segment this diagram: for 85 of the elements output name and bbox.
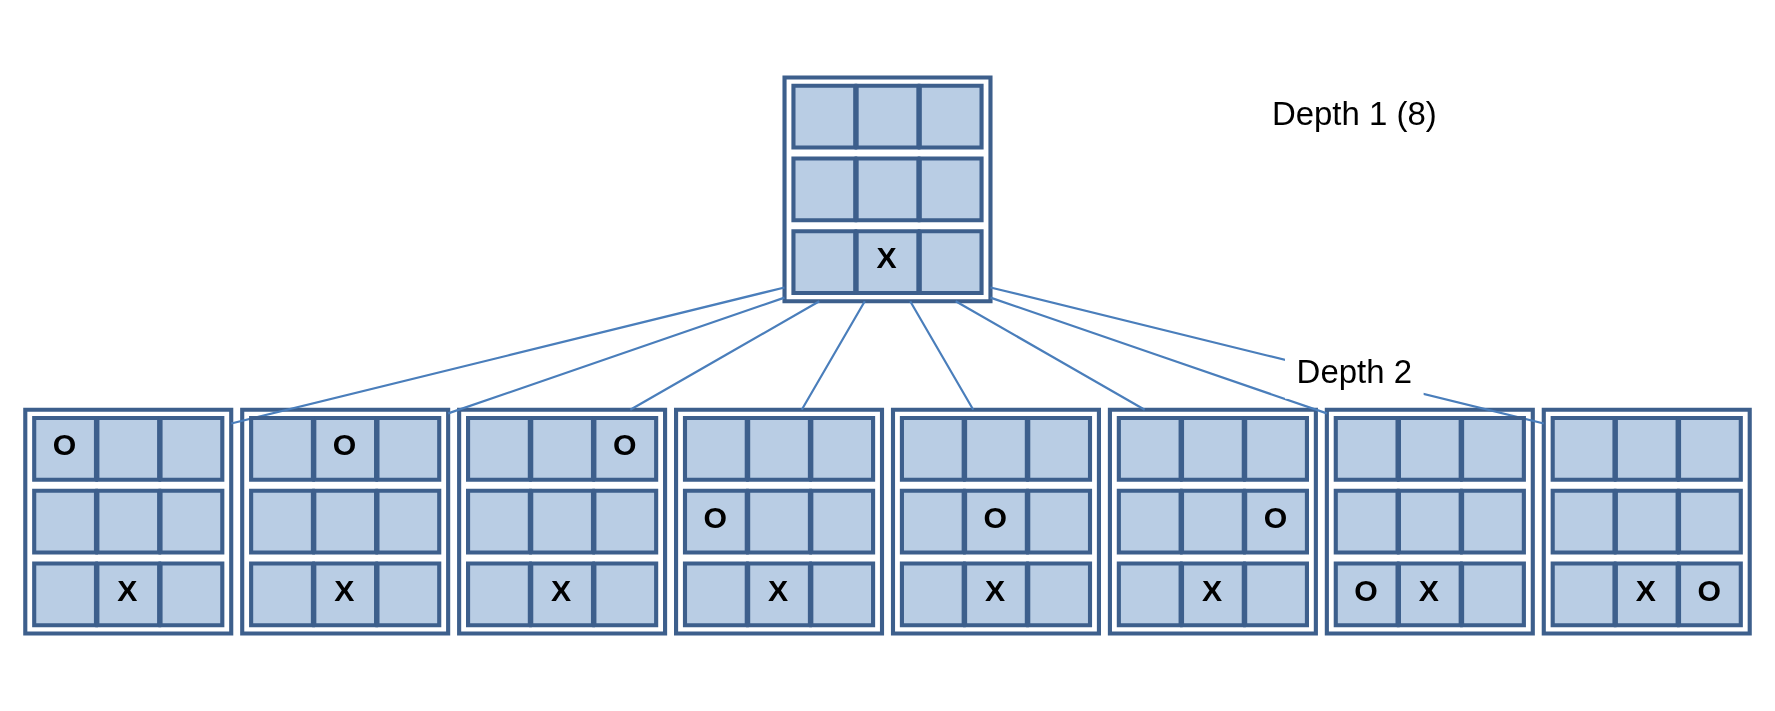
- node-box: [249, 415, 315, 482]
- node-box: O: [32, 415, 99, 482]
- node-box: [1116, 561, 1183, 628]
- node-box: [1460, 561, 1526, 628]
- node-box: [1550, 561, 1617, 628]
- node-box: [917, 156, 984, 223]
- node-box: [375, 415, 442, 482]
- node-box: [682, 561, 749, 628]
- cluster: [1107, 407, 1318, 636]
- connector: [800, 300, 866, 411]
- node-box: [592, 488, 659, 555]
- node-box: O: [963, 488, 1029, 555]
- cluster: [782, 75, 993, 304]
- cluster: [457, 407, 668, 636]
- cluster: [23, 407, 234, 636]
- node-box: [899, 488, 966, 555]
- node-box: [466, 415, 532, 482]
- node-box: [1396, 488, 1463, 555]
- node-box: [1550, 415, 1617, 482]
- node-box: [791, 156, 858, 223]
- node-box: [1333, 415, 1400, 482]
- node-box: [899, 561, 966, 628]
- node-box: [1613, 488, 1680, 555]
- connector: [909, 300, 975, 411]
- node-box: X: [1613, 561, 1680, 628]
- node-box: [158, 561, 225, 628]
- node-box: [854, 83, 921, 150]
- node-box: [809, 415, 876, 482]
- node-box: O: [1243, 488, 1309, 555]
- connector: [955, 300, 1146, 411]
- node-box: X: [963, 561, 1029, 628]
- node-box: [917, 83, 984, 150]
- cluster: [674, 407, 885, 636]
- node-box: [963, 415, 1029, 482]
- node-box: [899, 415, 966, 482]
- node-box: [682, 415, 749, 482]
- node-box: X: [1396, 561, 1463, 628]
- node-box: [809, 561, 876, 628]
- node-box: [1676, 488, 1743, 555]
- node-box: [1026, 561, 1093, 628]
- node-box: [1116, 488, 1183, 555]
- node-box: [1116, 415, 1183, 482]
- node-box: X: [854, 229, 921, 296]
- connector: [230, 286, 785, 425]
- node-box: [592, 561, 659, 628]
- node-box: [375, 488, 442, 555]
- node-box: O: [592, 415, 659, 482]
- node-box: [746, 488, 812, 555]
- node-box: [158, 488, 225, 555]
- connector: [447, 296, 785, 415]
- cluster: [240, 407, 451, 636]
- node-box: [809, 488, 876, 555]
- node-box: [249, 488, 315, 555]
- node-box: [917, 229, 984, 296]
- node-box: O: [1676, 561, 1743, 628]
- node-box: [1676, 415, 1743, 482]
- node-box: [1550, 488, 1617, 555]
- node-box: [854, 156, 921, 223]
- node-box: [1243, 415, 1309, 482]
- node-box: O: [1333, 561, 1400, 628]
- cluster: [1324, 407, 1535, 636]
- connector: [990, 296, 1328, 415]
- node-box: [249, 561, 315, 628]
- node-box: [1460, 415, 1526, 482]
- connector: [629, 300, 820, 411]
- node-box: O: [682, 488, 749, 555]
- cluster: [890, 407, 1101, 636]
- node-box: X: [1179, 561, 1246, 628]
- node-box: [375, 561, 442, 628]
- cluster: [1541, 407, 1752, 636]
- node-box: [1179, 488, 1246, 555]
- node-box: [1026, 488, 1093, 555]
- node-box: [1026, 415, 1093, 482]
- label: Depth 2: [1296, 352, 1412, 390]
- node-box: [791, 83, 858, 150]
- node-box: [466, 561, 532, 628]
- node-box: [1333, 488, 1400, 555]
- label: Depth 1 (8): [1271, 95, 1437, 133]
- node-box: [466, 488, 532, 555]
- node-box: [791, 229, 858, 296]
- node-box: X: [746, 561, 812, 628]
- node-box: [1460, 488, 1526, 555]
- node-box: [1243, 561, 1309, 628]
- node-box: [158, 415, 225, 482]
- node-box: [746, 415, 812, 482]
